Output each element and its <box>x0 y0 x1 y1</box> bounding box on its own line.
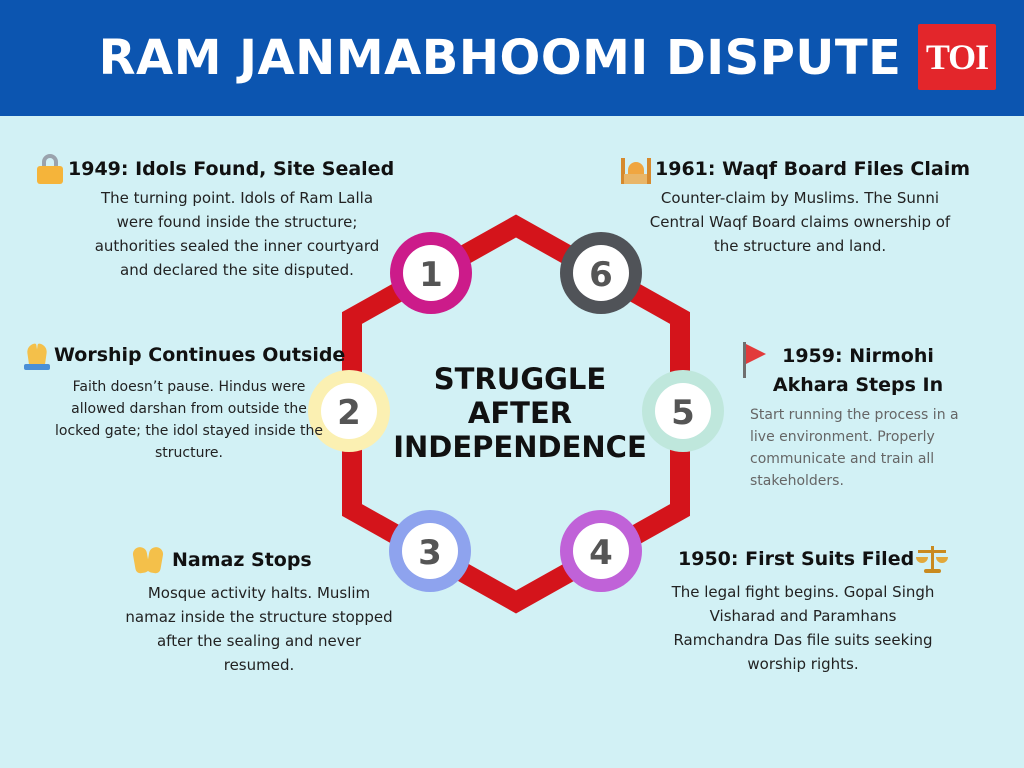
flag-icon <box>740 342 768 378</box>
event-1949-idols-found: 1949: Idols Found, Site Sealed The turni… <box>36 154 416 282</box>
event-title-text: 1949: Idols Found, Site Sealed <box>68 158 395 180</box>
event-title-line: Akhara Steps In <box>772 374 944 396</box>
node-number: 6 <box>589 255 613 295</box>
node-number: 5 <box>671 393 695 433</box>
event-title-text: Worship Continues Outside <box>54 344 346 366</box>
toi-logo: TOI <box>918 24 996 90</box>
event-title: 1949: Idols Found, Site Sealed <box>36 154 416 184</box>
event-1961-waqf-board: 1961: Waqf Board Files Claim Counter-cla… <box>620 154 1000 258</box>
event-title-text: 1950: First Suits Filed <box>678 548 915 570</box>
pray-icon <box>22 340 52 371</box>
node-number: 3 <box>418 533 442 573</box>
node-1: 1 <box>390 232 472 314</box>
node-inner <box>321 383 377 439</box>
event-description: The turning point. Idols of Ram Lalla we… <box>94 189 380 279</box>
center-title-line: STRUGGLE <box>433 362 607 396</box>
lock-icon <box>36 154 64 184</box>
event-title: 1959: Nirmohi Akhara Steps In <box>740 342 980 400</box>
event-description: Mosque activity halts. Muslim namaz insi… <box>125 584 393 674</box>
header-banner: RAM JANMABHOOMI DISPUTE TOI <box>0 0 1024 116</box>
node-inner <box>655 383 711 439</box>
event-1950-first-suits: 1950: First Suits Filed The legal fight … <box>668 544 949 676</box>
event-title-text: Namaz Stops <box>172 549 312 571</box>
center-title-line: AFTER <box>467 396 573 430</box>
node-number: 4 <box>589 533 613 573</box>
center-title-line: INDEPENDENCE <box>393 430 647 464</box>
page-title: RAM JANMABHOOMI DISPUTE <box>98 30 902 86</box>
node-5: 5 <box>642 370 724 452</box>
event-description: Start running the process in a live envi… <box>750 407 959 489</box>
event-description: Faith doesn’t pause. Hindus were allowed… <box>54 379 324 461</box>
node-number: 2 <box>337 393 361 433</box>
event-description: Counter-claim by Muslims. The Sunni Cent… <box>649 189 951 255</box>
mosque-icon <box>620 154 652 184</box>
event-title: 1950: First Suits Filed <box>668 544 949 574</box>
node-4: 4 <box>560 510 642 592</box>
hexagon-outline <box>342 214 690 614</box>
event-title: Worship Continues Outside <box>22 340 352 371</box>
event-1959-nirmohi-akhara: 1959: Nirmohi Akhara Steps In Start runn… <box>740 342 980 492</box>
event-title-text: 1959: Nirmohi Akhara Steps In <box>768 342 948 400</box>
palms-icon <box>131 545 165 575</box>
scales-icon <box>916 544 949 574</box>
node-inner <box>402 523 458 579</box>
node-number: 1 <box>419 255 443 295</box>
event-title-text: 1961: Waqf Board Files Claim <box>655 158 971 180</box>
node-inner <box>573 523 629 579</box>
event-namaz-stops: Namaz Stops Mosque activity halts. Musli… <box>120 545 400 677</box>
event-title-line: 1959: Nirmohi <box>782 345 934 367</box>
event-title: Namaz Stops <box>120 545 400 575</box>
center-title: STRUGGLE AFTER INDEPENDENCE <box>380 362 660 464</box>
event-description: The legal fight begins. Gopal Singh Vish… <box>671 583 935 673</box>
event-title: 1961: Waqf Board Files Claim <box>620 154 1000 184</box>
node-6: 6 <box>560 232 642 314</box>
event-worship-continues: Worship Continues Outside Faith doesn’t … <box>22 340 352 464</box>
node-inner <box>573 245 629 301</box>
node-inner <box>403 245 459 301</box>
node-3: 3 <box>389 510 471 592</box>
node-2: 2 <box>308 370 390 452</box>
